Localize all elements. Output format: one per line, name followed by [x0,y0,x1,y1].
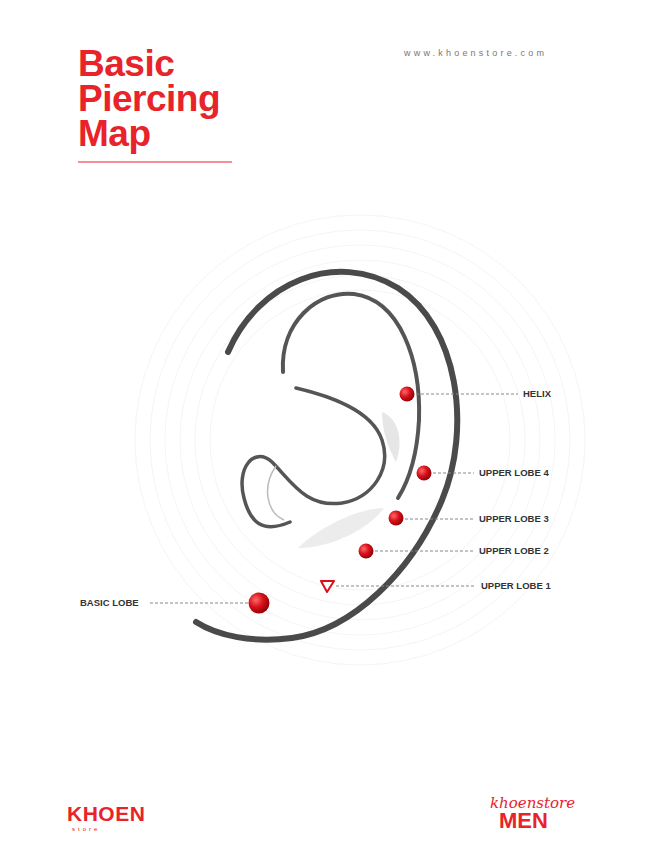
part-label: UPPER LOBE 1 [481,580,551,592]
inner-helix [283,294,419,498]
shade-leaf [298,508,384,548]
piercing-stud [359,544,374,559]
brand-men: MEN [499,810,548,832]
concha-outline [242,388,385,527]
brand-subtitle: store [72,825,100,833]
part-label: HELIX [523,388,551,400]
background-rings [135,215,585,665]
shade-leaf [382,412,400,462]
part-label: UPPER LOBE 2 [479,545,549,557]
brand-script: khoenstore [490,795,575,811]
part-label: UPPER LOBE 4 [479,467,549,479]
brand-logo: KHOEN [67,803,145,825]
page-title: Basic Piercing Map [78,46,248,151]
piercing-stud [400,387,415,402]
leader-lines [150,394,518,603]
part-label: BASIC LOBE [80,597,139,609]
outer-rim [196,272,457,640]
part-label: UPPER LOBE 3 [479,513,549,525]
piercing-stud [417,466,432,481]
tragus-shade [268,466,284,520]
website-url: www.khoenstore.com [404,48,547,58]
title-underline [78,161,232,162]
piercing-stud [249,593,270,614]
piercing-stud [389,511,404,526]
piercing-triangle [321,581,334,592]
